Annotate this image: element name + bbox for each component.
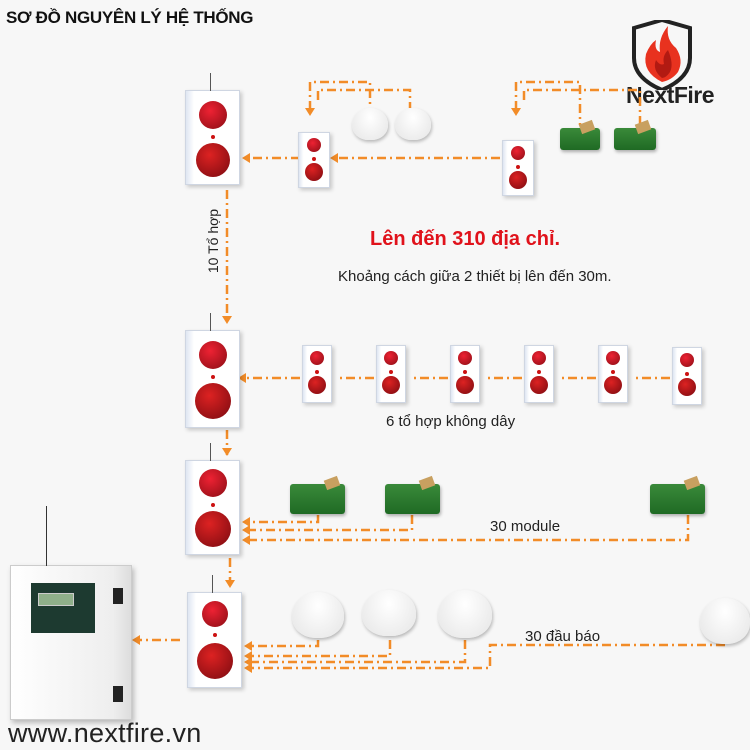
website-link[interactable]: www.nextfire.vn: [8, 718, 202, 748]
smoke-detector: [395, 108, 431, 140]
wireless-combo-unit: [376, 345, 406, 403]
wireless-combo-unit: [598, 345, 628, 403]
smoke-detector: [352, 108, 388, 140]
combo-unit-main-2: [185, 313, 240, 428]
io-module: [650, 484, 705, 514]
lcd-display: [38, 593, 74, 606]
distance-label: Khoảng cách giữa 2 thiết bị lên đến 30m.: [338, 268, 612, 285]
combo-unit-small: [502, 140, 534, 196]
fire-alarm-control-panel: [10, 506, 132, 720]
wireless-combo-unit: [672, 347, 702, 405]
page-title: SƠ ĐỒ NGUYÊN LÝ HỆ THỐNG: [6, 8, 254, 27]
smoke-detector: [700, 598, 750, 644]
smoke-detector: [292, 592, 344, 638]
combo-count-label: 10 Tổ hợp: [205, 208, 221, 274]
detector-count-label: 30 đầu báo: [525, 628, 601, 645]
io-module: [290, 484, 345, 514]
combo-unit-main-3: [185, 443, 240, 555]
antenna-icon: [46, 506, 47, 566]
max-address-label: Lên đến 310 địa chỉ.: [370, 228, 561, 250]
io-module: [614, 128, 656, 150]
wireless-combo-unit: [450, 345, 480, 403]
module-count-label: 30 module: [490, 518, 561, 535]
wireless-combo-label: 6 tổ hợp không dây: [386, 413, 516, 430]
nextfire-shield-logo-icon: [632, 20, 692, 90]
io-module: [560, 128, 600, 150]
smoke-detector: [438, 590, 492, 638]
wireless-combo-unit: [302, 345, 332, 403]
combo-unit-main-4: [187, 575, 242, 688]
combo-unit-small: [298, 132, 330, 188]
io-module: [385, 484, 440, 514]
smoke-detector: [362, 590, 416, 636]
wireless-combo-unit: [524, 345, 554, 403]
combo-unit-main-1: [185, 73, 240, 185]
